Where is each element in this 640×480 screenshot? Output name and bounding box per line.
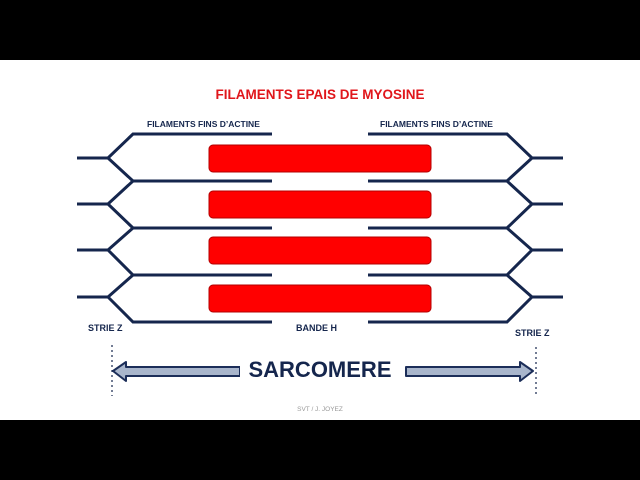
myosin-filament-2 (208, 190, 432, 219)
actin-filament-right-4 (368, 273, 563, 324)
myosin-filament-3 (208, 236, 432, 265)
credit-label: SVT / J. JOYEZ (297, 406, 343, 413)
sarcomere-diagram (77, 132, 563, 396)
z-line-label-right: STRIE Z (515, 328, 550, 338)
arrow-right (405, 361, 534, 382)
actin-filaments (77, 132, 563, 324)
myosin-filaments (208, 144, 432, 313)
z-lines (111, 345, 537, 396)
arrow-left (112, 361, 241, 382)
myosin-filament-1 (208, 144, 432, 173)
z-line-label-left: STRIE Z (88, 323, 123, 333)
sarcomere-label: SARCOMERE (240, 356, 400, 384)
diagram-title: FILAMENTS EPAIS DE MYOSINE (215, 87, 425, 102)
actin-label-right: FILAMENTS FINS D’ACTINE (380, 119, 493, 129)
slide: FILAMENTS EPAIS DE MYOSINE FILAMENTS FIN… (0, 60, 640, 420)
h-band-label: BANDE H (296, 323, 338, 333)
actin-filament-left-4 (77, 273, 272, 324)
myosin-filament-4 (208, 284, 432, 313)
actin-label-left: FILAMENTS FINS D’ACTINE (147, 119, 260, 129)
